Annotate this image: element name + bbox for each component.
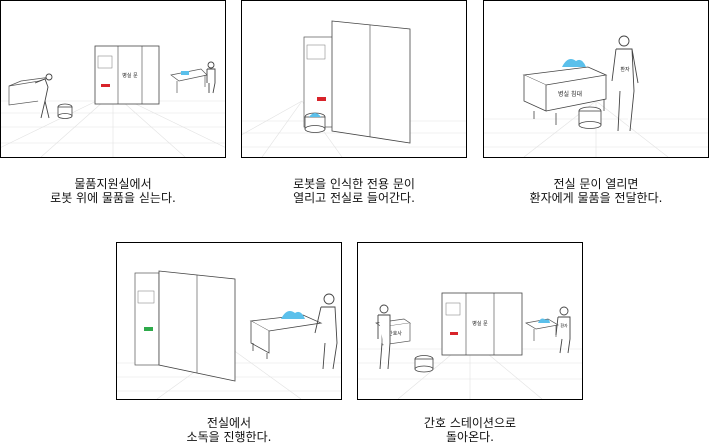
panel-4-disinfection: [116, 242, 342, 400]
patient-figure: [206, 61, 216, 94]
red-light-icon: [450, 332, 458, 335]
bed: [170, 68, 208, 93]
caption-5: 간호 스테이션으로 돌아온다.: [423, 416, 517, 444]
bed: [525, 318, 559, 341]
bed-label: 병실 침대: [558, 90, 582, 98]
supply-bag-icon: [281, 311, 305, 319]
scene-2: [242, 20, 466, 157]
caption-1: 물품지원실에서 로봇 위에 물품을 싣는다.: [50, 177, 176, 205]
ward-door: 병실 문: [94, 45, 160, 105]
panel-3-delivery: 병실 침대 환자: [483, 0, 709, 158]
robot-icon: [414, 355, 434, 373]
door-label: 병실 문: [122, 72, 138, 79]
bed: [249, 314, 323, 359]
red-light-icon: [317, 97, 326, 101]
patient-label: 환자: [620, 66, 630, 73]
ward-door: [134, 270, 236, 382]
patient-figure: 환자: [555, 306, 571, 354]
patient-figure: [314, 293, 338, 370]
green-light-icon: [144, 327, 153, 331]
caption-4: 전실에서 소독을 진행한다.: [186, 416, 272, 444]
robot-icon: [57, 103, 73, 119]
supply-bag-icon: [181, 71, 189, 75]
scene-1: 병실 문: [1, 45, 225, 157]
robot-icon: [304, 112, 326, 133]
patient-figure: 환자: [611, 35, 639, 132]
caption-2: 로봇을 인식한 전용 문이 열리고 전실로 들어간다.: [293, 177, 415, 205]
door-label: 병실 문: [472, 320, 488, 327]
red-light-icon: [101, 84, 110, 87]
ward-door: [303, 20, 411, 144]
caption-3: 전실 문이 열리면 환자에게 물품을 전달한다.: [529, 177, 663, 205]
bed: 병실 침대: [522, 66, 608, 125]
scene-5: 병실 문 간호사 환자: [358, 292, 582, 399]
panel-5-return: 병실 문 간호사 환자: [357, 242, 583, 400]
scene-4: [117, 270, 341, 399]
patient-label: 환자: [560, 322, 568, 328]
staff-figure: [34, 73, 53, 119]
supply-bag-icon: [309, 113, 321, 117]
supply-bag-icon: [562, 59, 586, 67]
nurse-figure: [377, 304, 391, 370]
scene-3: 병실 침대 환자: [484, 35, 708, 157]
panel-1-loading: 병실 문: [0, 0, 226, 158]
desk-label: 간호사: [388, 330, 402, 337]
robot-icon: [578, 106, 602, 129]
ward-door: 병실 문: [441, 292, 523, 356]
supply-bag-icon: [538, 318, 550, 323]
panel-2-door-open: [241, 0, 467, 158]
